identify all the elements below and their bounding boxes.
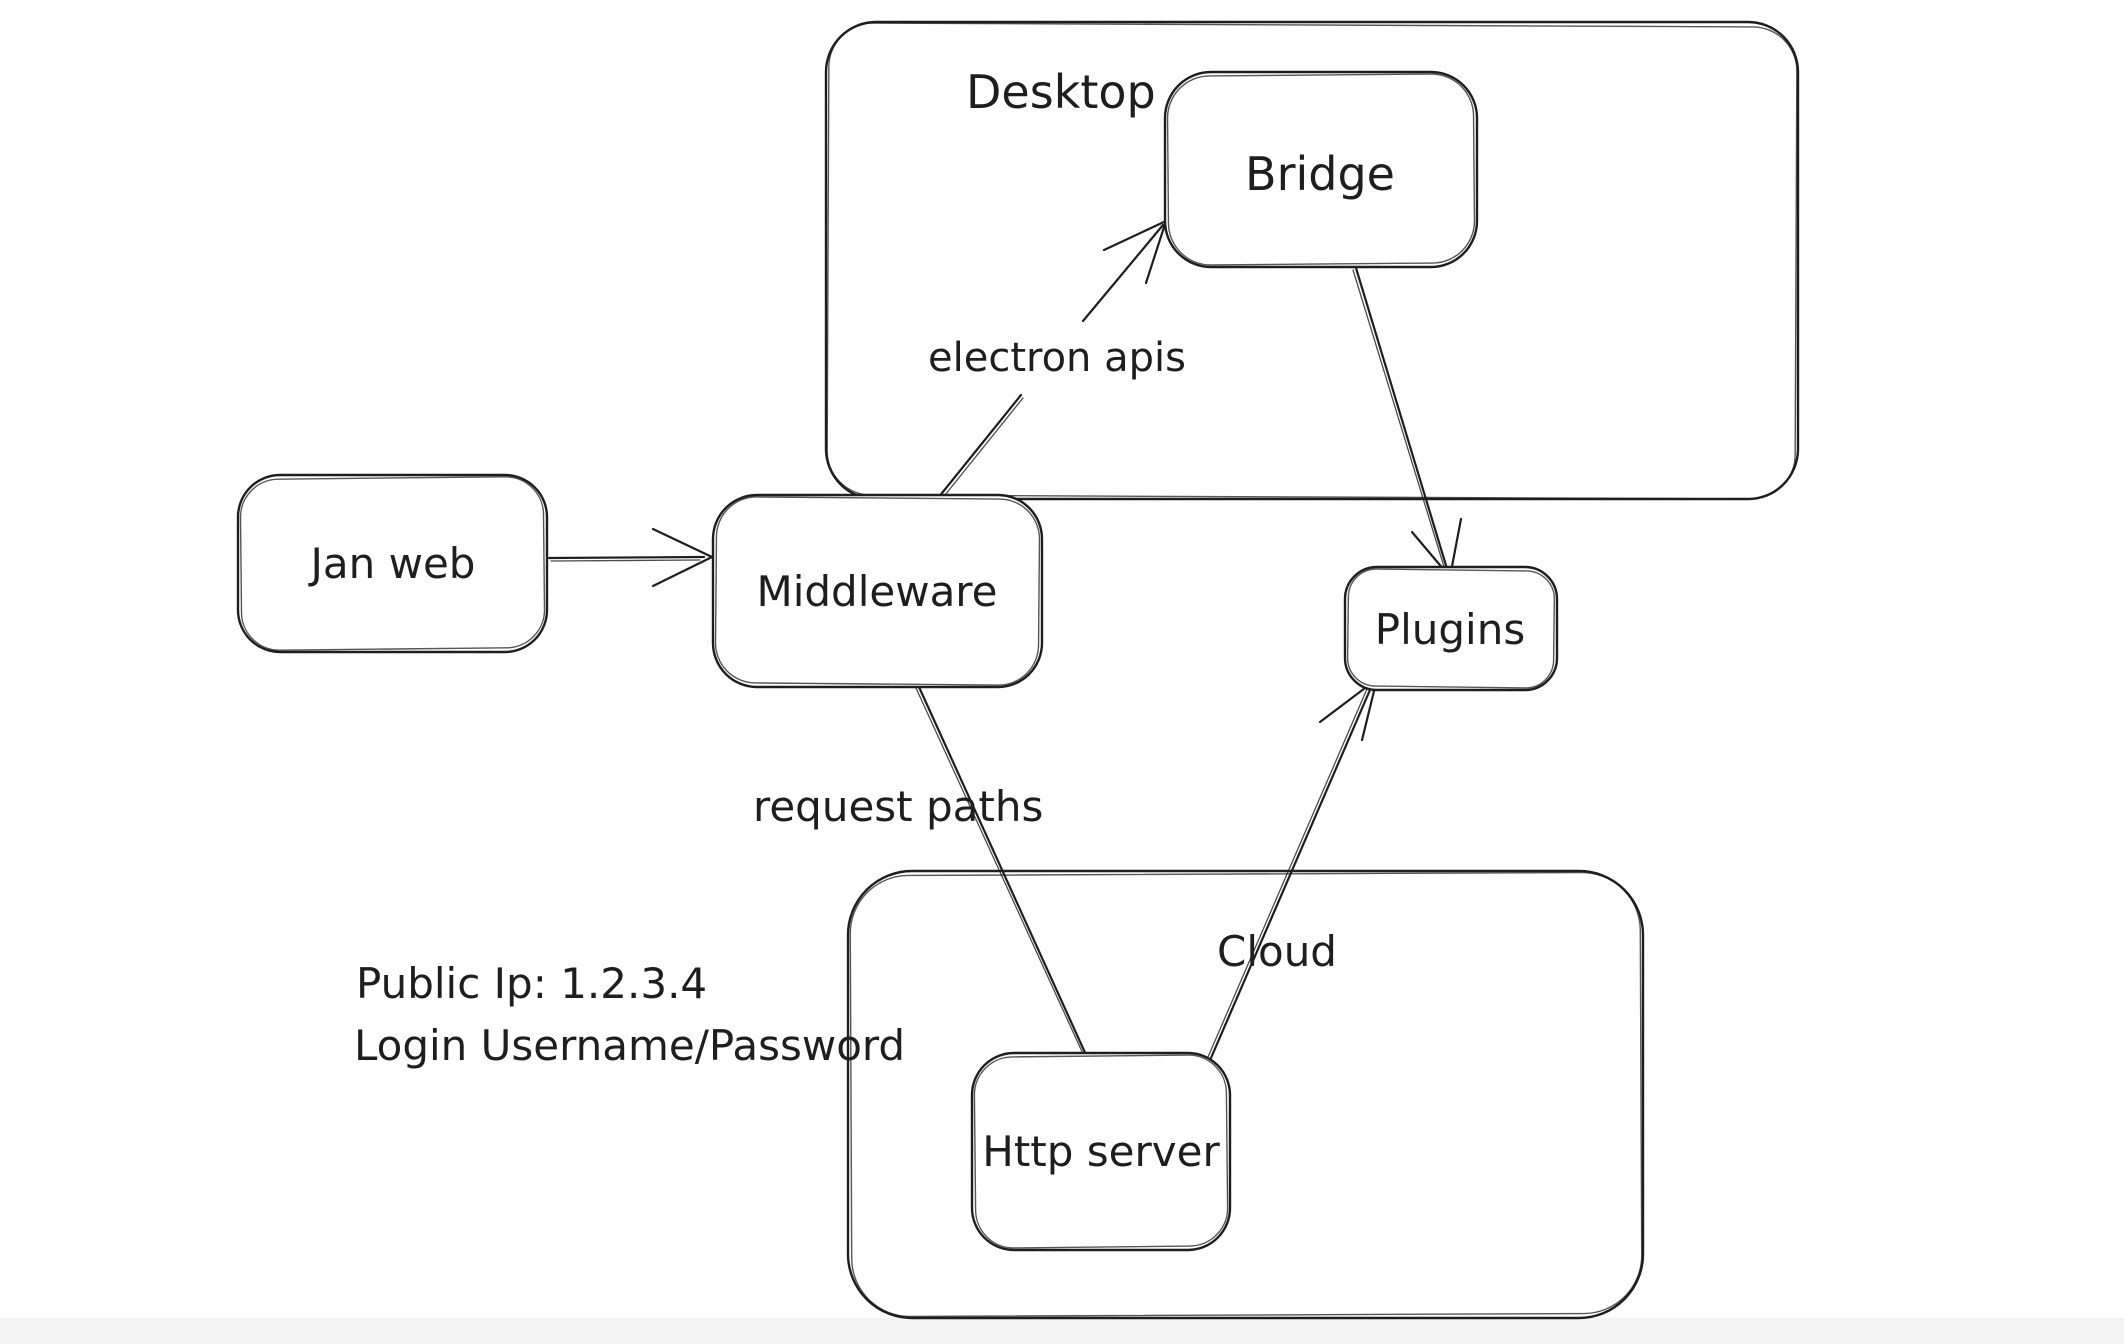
annotation-login[interactable]: Login Username/Password [354,1021,905,1070]
edge-line[interactable] [936,393,1023,500]
edge-label-electron-apis[interactable]: electron apis [928,335,1186,381]
http-server-box-sketch-echo [973,1054,1229,1249]
http-server-box[interactable] [970,1051,1232,1252]
edge-bridge-to-plugins[interactable] [1352,266,1463,579]
annotation-credentials[interactable]: Public Ip: 1.2.3.4 Login Username/Passwo… [354,959,905,1070]
cloud-container-box[interactable] [846,869,1645,1320]
bridge-box-sketch-echo [1166,73,1476,266]
cloud-container-box-sketch-echo [849,871,1643,1318]
edge-line[interactable] [1209,681,1375,1060]
edge-line[interactable] [547,555,706,560]
edge-middleware-to-http-server[interactable] [915,685,1089,1059]
edge-line-sketch-echo [550,559,701,562]
plugins-box-sketch-echo [1346,568,1556,689]
edge-line[interactable] [917,685,1089,1059]
edge-line[interactable] [1354,266,1450,574]
arrowhead [1102,219,1168,285]
middleware-box[interactable] [711,493,1044,689]
jan-web-box-sketch-echo [239,476,546,651]
node-middleware[interactable]: Middleware [711,493,1044,689]
edge-line[interactable] [1081,223,1165,323]
middleware-box-sketch-echo [714,496,1041,686]
container-cloud[interactable]: Cloud [846,869,1645,1320]
node-jan-web[interactable]: Jan web [236,473,549,654]
desktop-container-box[interactable] [824,20,1800,501]
node-bridge[interactable]: Bridge [1163,70,1479,269]
annotation-public-ip[interactable]: Public Ip: 1.2.3.4 [356,959,707,1008]
desktop-container-box-sketch-echo [826,22,1798,500]
bridge-label[interactable]: Bridge [1245,147,1395,201]
plugins-label[interactable]: Plugins [1375,605,1525,654]
node-http-server[interactable]: Http server [970,1051,1232,1252]
container-desktop[interactable]: Desktop [824,20,1800,501]
edge-line-sketch-echo [915,687,1085,1057]
http-server-label[interactable]: Http server [982,1127,1220,1176]
edge-line-sketch-echo [1207,681,1371,1058]
jan-web-box[interactable] [236,473,549,654]
cloud-container-label[interactable]: Cloud [1217,927,1337,976]
edge-http-server-to-plugins[interactable] [1207,677,1379,1060]
node-plugins[interactable]: Plugins [1343,565,1559,692]
middleware-label[interactable]: Middleware [756,567,997,616]
desktop-container-label[interactable]: Desktop [966,65,1156,119]
canvas-footer-strip [0,1318,2124,1344]
edge-line-sketch-echo [940,397,1024,501]
plugins-box[interactable] [1343,565,1559,692]
bridge-box[interactable] [1163,70,1479,269]
edge-jan-web-to-middleware[interactable] [547,527,714,588]
edge-label-request-paths[interactable]: request paths [753,782,1043,831]
edge-line-sketch-echo [1352,269,1446,571]
jan-web-label[interactable]: Jan web [308,539,476,588]
